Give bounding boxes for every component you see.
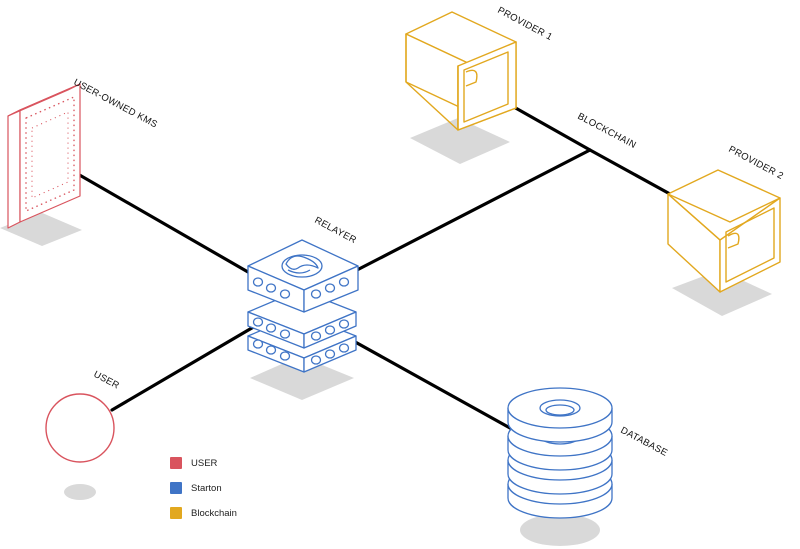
connectors <box>48 78 672 430</box>
provider2-cube <box>667 169 781 293</box>
legend-item-blockchain: Blockchain <box>170 506 310 520</box>
user-label: USER <box>92 369 122 392</box>
kms-box <box>7 83 81 229</box>
provider2-shadow <box>672 270 772 316</box>
blockchain-provider2-line <box>588 148 672 196</box>
user-relayer-line <box>110 320 264 412</box>
legend-swatch-starton <box>170 482 182 494</box>
provider2-label: PROVIDER 2 <box>727 144 786 182</box>
provider1-cube <box>405 11 517 131</box>
legend-item-starton: Starton <box>170 481 310 495</box>
kms-label: USER-OWNED KMS <box>72 77 160 131</box>
relayer-blockchain-line <box>355 148 592 272</box>
legend: USER Starton Blockchain <box>170 456 310 531</box>
user-shadow <box>64 484 96 500</box>
relayer-label: RELAYER <box>313 215 359 246</box>
database-stack <box>507 387 613 519</box>
blockchain-label: BLOCKCHAIN <box>576 111 638 151</box>
database-shadow <box>520 514 600 546</box>
legend-label-starton: Starton <box>191 482 222 494</box>
legend-swatch-blockchain <box>170 507 182 519</box>
legend-item-user: USER <box>170 456 310 470</box>
legend-label-user: USER <box>191 457 218 469</box>
legend-label-blockchain: Blockchain <box>191 507 237 519</box>
kms-relayer-line <box>48 156 250 274</box>
legend-swatch-user <box>170 457 182 469</box>
relayer-stack <box>247 239 359 373</box>
shadows <box>0 118 772 546</box>
database-label: DATABASE <box>619 425 670 459</box>
relayer-database-line <box>328 326 512 430</box>
user-circle <box>45 393 115 463</box>
provider1-shadow <box>410 118 510 164</box>
relayer-shadow <box>250 356 354 400</box>
